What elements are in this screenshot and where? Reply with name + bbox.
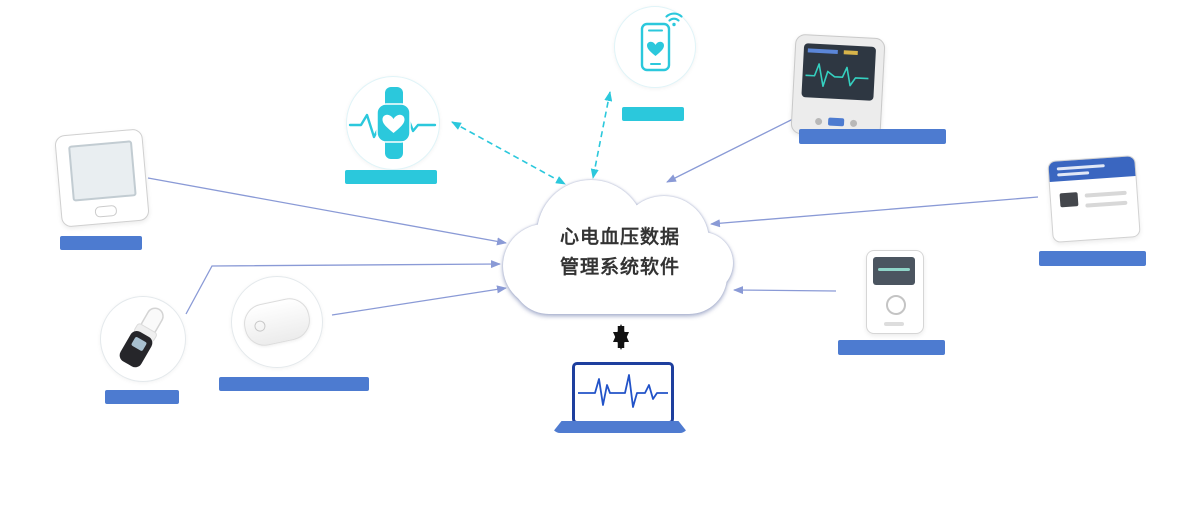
dashed-arrow-cloud-smartwatch (451, 121, 566, 185)
cloud-title-line1: 心电血压数据 (559, 226, 680, 248)
cloud-software-node: 心电血压数据 管理系统软件 (503, 180, 737, 320)
holter-screen (873, 257, 915, 285)
laptop-screen (572, 362, 674, 424)
smart-phone-icon (640, 12, 683, 72)
ear-thermometer-node (100, 296, 186, 382)
ear-thermometer-label (105, 390, 179, 404)
holter-recorder-label (838, 340, 945, 355)
ecg-patch-button (253, 319, 267, 333)
cloud-title-line2: 管理系统软件 (559, 256, 680, 278)
smart-watch-icon (348, 87, 437, 159)
ecg-patch-label (219, 377, 369, 391)
handheld-ecg-card-button (94, 204, 118, 218)
patient-monitor-label (799, 129, 946, 144)
bp-module-line1 (1084, 190, 1127, 198)
cloud-title: 心电血压数据 管理系统软件 (503, 222, 737, 282)
bp-module-sensor (1059, 192, 1079, 208)
patient-monitor-buttons (792, 116, 880, 129)
handheld-ecg-card-label (60, 236, 142, 250)
smart-phone-label (622, 107, 684, 121)
patient-monitor-device (790, 33, 886, 139)
bp-module-device (1047, 155, 1141, 243)
bp-module-line2 (1085, 200, 1128, 208)
arrow-handheld-ecg-to-cloud (147, 177, 507, 246)
arrow-bp-module-to-cloud (710, 196, 1039, 228)
smart-phone-node (614, 6, 696, 88)
arrow-patient-monitor-to-cloud (666, 113, 804, 183)
laptop-ecg-waveform (578, 374, 668, 408)
laptop-base (552, 421, 688, 433)
holter-button (886, 295, 906, 315)
arrow-ear-thermometer-to-cloud (185, 260, 501, 315)
smart-watch-label (345, 170, 437, 184)
bp-module-label (1039, 251, 1146, 266)
arrow-holter-to-cloud (733, 286, 837, 295)
handheld-ecg-card-screen (68, 140, 137, 202)
smart-watch-node (346, 76, 440, 170)
ecg-patch-icon (240, 294, 314, 350)
handheld-ecg-card-device (54, 128, 150, 228)
ear-thermometer-icon (119, 307, 164, 368)
dashed-arrow-cloud-smartphone (590, 91, 613, 179)
holter-slot (884, 322, 904, 326)
arrow-ecg-patch-to-cloud (331, 285, 507, 316)
holter-recorder-device (866, 250, 924, 334)
ecg-patch-node (231, 276, 323, 368)
patient-monitor-screen (801, 43, 877, 101)
